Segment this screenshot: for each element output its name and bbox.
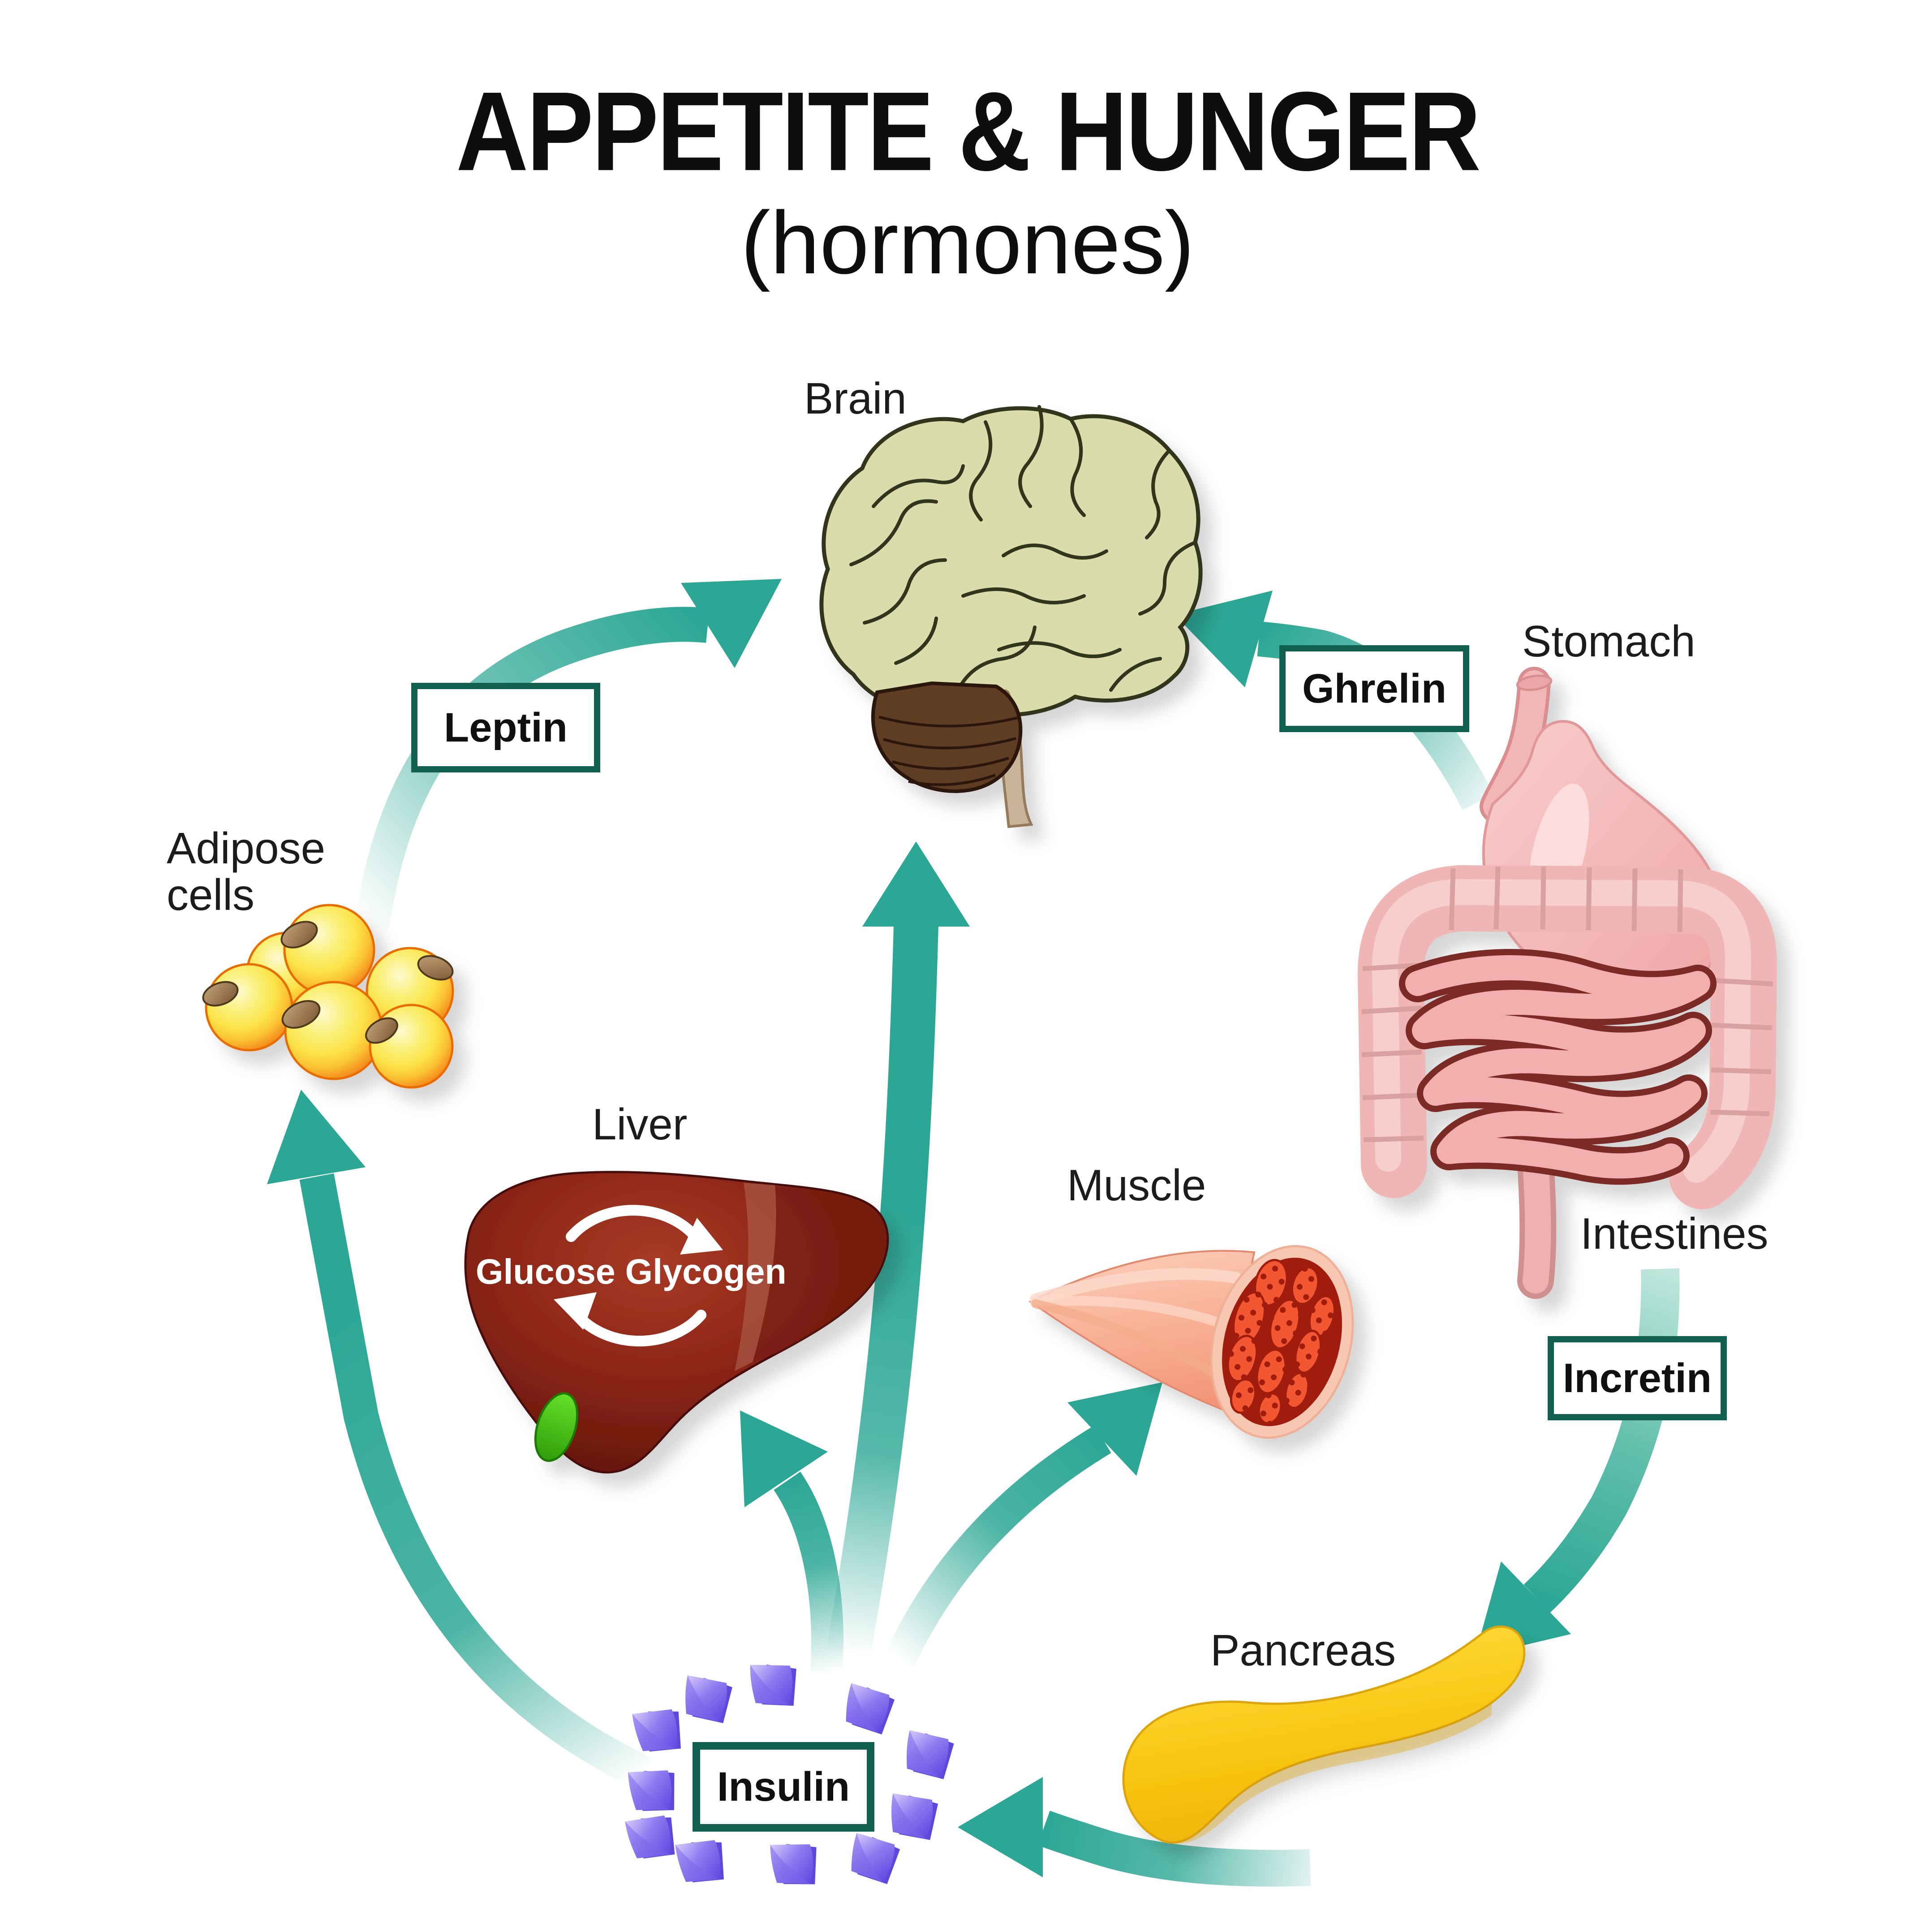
glucose-glycogen-text: Glucose Glycogen	[476, 1251, 787, 1291]
pancreas-icon	[1122, 1626, 1526, 1844]
muscle-label: Muscle	[1067, 1160, 1206, 1210]
incretin-box: Incretin	[1548, 1336, 1727, 1420]
insulin-to-adipose-arrow	[267, 1090, 652, 1790]
stomach-label: Stomach	[1522, 617, 1695, 666]
brain-icon	[819, 405, 1203, 828]
small-intestine-icon	[1399, 949, 1717, 1185]
incretin-arrow	[1475, 1268, 1680, 1657]
insulin-box: Insulin	[693, 1742, 874, 1832]
cerebellum-icon	[871, 681, 1023, 793]
fat-cell	[202, 904, 454, 1089]
leptin-box-label: Leptin	[444, 704, 568, 750]
page-subtitle: (hormones)	[740, 193, 1195, 292]
pancreas-label: Pancreas	[1210, 1626, 1396, 1675]
intestines-label: Intestines	[1580, 1209, 1768, 1258]
insulin-to-muscle-arrow	[885, 1382, 1162, 1667]
brain-label: Brain	[804, 374, 907, 423]
insulin-box-label: Insulin	[717, 1764, 850, 1810]
adipose-cells-label: Adipose cells	[167, 824, 326, 919]
insulin-to-brain-arrow	[826, 841, 970, 1658]
ghrelin-box: Ghrelin	[1279, 645, 1469, 732]
liver-icon	[464, 1171, 889, 1474]
digestive-tract-icon	[1357, 667, 1777, 1299]
incretin-box-label: Incretin	[1562, 1355, 1712, 1401]
gallbladder-icon	[534, 1392, 579, 1462]
muscle-icon	[1028, 1245, 1354, 1439]
insulin-to-liver-arrow	[740, 1410, 844, 1675]
page-title: APPETITE & HUNGER	[456, 69, 1481, 194]
leptin-box: Leptin	[411, 683, 600, 772]
liver-label: Liver	[592, 1100, 688, 1149]
glucose-glycogen-cycle-arrows	[554, 1205, 723, 1347]
adipose-cells-icon	[202, 904, 454, 1089]
muscle-cross-section	[1210, 1245, 1354, 1439]
ghrelin-box-label: Ghrelin	[1302, 665, 1447, 712]
leptin-arrow	[354, 579, 782, 930]
pancreas-to-insulin-arrow	[958, 1777, 1311, 1887]
